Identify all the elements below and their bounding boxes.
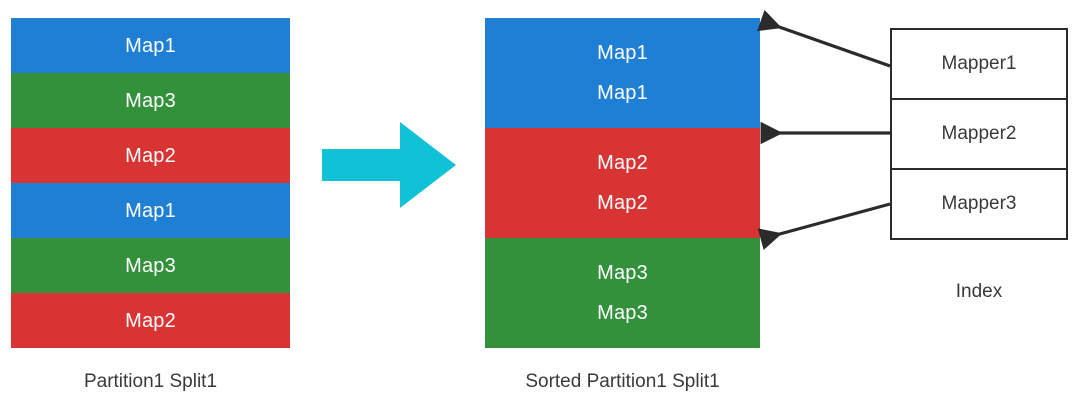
sorted-partition-block: Map1 Map1 Map2 Map2 Map3 Map3 bbox=[485, 18, 760, 348]
index-row-mapper1[interactable]: Mapper1 bbox=[892, 30, 1066, 100]
index-row-label: Mapper2 bbox=[941, 123, 1017, 144]
source-stripe-5: Map2 bbox=[11, 293, 290, 348]
sorted-group-label: Map3 bbox=[597, 301, 648, 324]
source-stripe-label: Map1 bbox=[125, 34, 176, 57]
source-partition-caption: Partition1 Split1 bbox=[83, 371, 218, 392]
sorted-group-label: Map1 bbox=[597, 42, 648, 65]
index-table: Mapper1 Mapper2 Mapper3 bbox=[890, 28, 1068, 240]
source-stripe-label: Map2 bbox=[125, 144, 176, 167]
sorted-group-2: Map3 Map3 bbox=[485, 238, 760, 348]
source-stripe-label: Map3 bbox=[125, 89, 176, 112]
sorted-group-label: Map2 bbox=[597, 152, 648, 175]
sorted-group-0: Map1 Map1 bbox=[485, 18, 760, 128]
sorted-group-label: Map3 bbox=[597, 262, 648, 285]
index-row-label: Mapper1 bbox=[941, 53, 1017, 74]
index-row-label: Mapper3 bbox=[941, 193, 1017, 214]
index-connector-arrows bbox=[757, 9, 891, 250]
source-partition-block: Map1 Map3 Map2 Map1 Map3 Map2 bbox=[11, 18, 290, 348]
source-stripe-label: Map1 bbox=[125, 199, 176, 222]
source-stripe-0: Map1 bbox=[11, 18, 290, 73]
index-table-caption: Index bbox=[955, 281, 1003, 302]
source-stripe-4: Map3 bbox=[11, 238, 290, 293]
index-row-mapper3[interactable]: Mapper3 bbox=[892, 170, 1066, 238]
source-stripe-label: Map2 bbox=[125, 309, 176, 332]
source-stripe-1: Map3 bbox=[11, 73, 290, 128]
connector-arrow-mapper3 bbox=[757, 202, 891, 250]
sorted-group-label: Map2 bbox=[597, 191, 648, 214]
sorted-partition-caption: Sorted Partition1 Split1 bbox=[525, 371, 720, 392]
source-stripe-2: Map2 bbox=[11, 128, 290, 183]
index-row-mapper2[interactable]: Mapper2 bbox=[892, 100, 1066, 170]
right-arrow-icon bbox=[322, 122, 456, 208]
sorted-group-1: Map2 Map2 bbox=[485, 128, 760, 238]
source-stripe-3: Map1 bbox=[11, 183, 290, 238]
sorted-group-label: Map1 bbox=[597, 81, 648, 104]
connector-arrow-mapper1 bbox=[757, 9, 891, 68]
source-stripe-label: Map3 bbox=[125, 254, 176, 277]
